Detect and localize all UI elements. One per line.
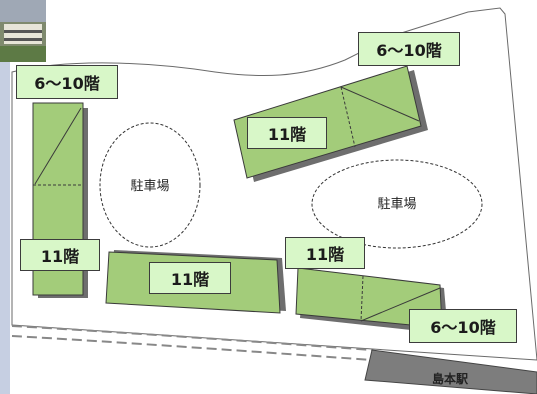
floor-label-lower-right-top: 11階 (285, 237, 365, 269)
left-sidebar-strip (0, 0, 10, 394)
floor-label-left-bottom: 11階 (20, 239, 100, 271)
parking-lot-right (311, 159, 483, 249)
floor-label-upper-right-top: 6〜10階 (358, 32, 460, 66)
railway-line-upper (11, 325, 373, 351)
building-upper-right (233, 65, 428, 182)
parking-lot-left (99, 122, 201, 248)
thumbnail-photo (0, 0, 46, 62)
station-label: 島本駅 (432, 371, 469, 386)
parking-label-left: 駐車場 (130, 179, 169, 194)
floor-label-lower-right-bottom: 6〜10階 (409, 309, 517, 343)
station-platform (364, 349, 537, 394)
railway-line-lower (11, 335, 373, 361)
floor-label-lower-center: 11階 (149, 262, 231, 294)
parking-label-right: 駐車場 (377, 197, 416, 212)
floor-label-left-top: 6〜10階 (16, 65, 118, 99)
floor-label-upper-right-mid: 11階 (247, 117, 327, 149)
